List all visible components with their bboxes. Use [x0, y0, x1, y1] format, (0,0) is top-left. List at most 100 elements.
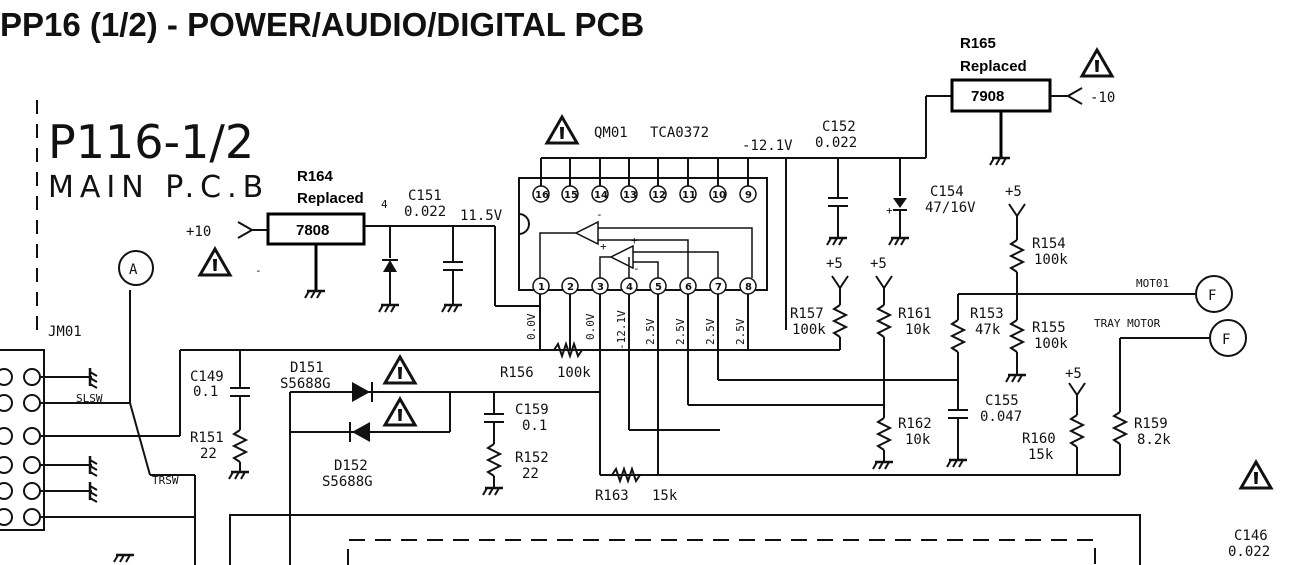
- rail-neg-12-1v-label: -12.1V: [742, 138, 793, 154]
- r154-value: 100k: [1034, 252, 1068, 268]
- supply-minus10-arrow: [1065, 87, 1083, 105]
- supply-plus5-label: +5: [826, 256, 843, 272]
- r153-value: 47k: [975, 322, 1001, 338]
- motor-net-label: MOT01: [1136, 277, 1169, 290]
- r154-resistor: [1008, 239, 1026, 273]
- svg-text:0.0V: 0.0V: [584, 313, 597, 340]
- svg-text:2.5V: 2.5V: [644, 318, 657, 345]
- supply-plus10-label: +10: [186, 224, 211, 240]
- ic-pin-1: 1: [538, 282, 545, 293]
- pin-voltage-labels: 0.0V 0.0V -12.1V 2.5V 2.5V 2.5V 2.5V: [525, 310, 747, 350]
- opamp-upper: [574, 220, 599, 246]
- r160-ref: R160: [1022, 431, 1056, 447]
- svg-text:2.5V: 2.5V: [704, 318, 717, 345]
- r157-resistor: [831, 304, 849, 338]
- ic-pin-11: 11: [682, 190, 696, 201]
- warning-icon: [198, 247, 232, 277]
- page-title: PP16 (1/2) - POWER/AUDIO/DIGITAL PCB: [0, 6, 644, 43]
- d151-ref: D151: [290, 360, 324, 376]
- ic-pin-4: 4: [626, 282, 633, 293]
- r159-resistor: [1111, 411, 1129, 445]
- ic-pin-6: 6: [685, 282, 692, 293]
- node-a-marker: [118, 250, 154, 286]
- r163-ref: R163: [595, 488, 629, 504]
- c146-ref: C146: [1234, 528, 1268, 544]
- c152-value: 0.022: [815, 135, 857, 151]
- r156-ref: R156: [500, 365, 534, 381]
- ic-pin-5: 5: [655, 282, 662, 293]
- d152-ref: D152: [334, 458, 368, 474]
- svg-text:-: -: [633, 262, 640, 275]
- c159-value: 0.1: [522, 418, 547, 434]
- supply-plus5-label: +5: [1065, 366, 1082, 382]
- ic-pin-13: 13: [623, 190, 637, 201]
- board-label-line1: P116-1/2: [48, 115, 254, 169]
- supply-plus10-arrow: [237, 221, 255, 239]
- connector-jm01-ref: JM01: [48, 324, 82, 340]
- r164-replaced-note: Replaced: [297, 190, 364, 207]
- ic-qm01-part: TCA0372: [650, 125, 709, 141]
- warning-icon: [383, 397, 417, 427]
- svg-text:0.0V: 0.0V: [525, 313, 538, 340]
- r161-ref: R161: [898, 306, 932, 322]
- r162-value: 10k: [905, 432, 931, 448]
- ic-top-pins: 16 15 14 13 12 11 10 9: [532, 185, 757, 203]
- node-a-label: A: [129, 262, 138, 278]
- supply-plus5-label: +5: [1005, 184, 1022, 200]
- c149-ref: C149: [190, 369, 224, 385]
- connector-pins: [0, 368, 41, 526]
- ic-pin-7: 7: [715, 282, 722, 293]
- r151-ref: R151: [190, 430, 224, 446]
- supply-plus5-label: +5: [870, 256, 887, 272]
- r151-value: 22: [200, 446, 217, 462]
- c154-value: 47/16V: [925, 200, 976, 216]
- r155-value: 100k: [1034, 336, 1068, 352]
- ic-bottom-pins: 1 2 3 4 5 6 7 8: [532, 277, 757, 295]
- ic-pin-9: 9: [745, 190, 752, 201]
- r157-ref: R157: [790, 306, 824, 322]
- r153-resistor: [949, 319, 967, 353]
- c155-value: 0.047: [980, 409, 1022, 425]
- connector-trsw-label: TRSW: [152, 474, 179, 487]
- c152-ref: C152: [822, 119, 856, 135]
- r163-resistor: [611, 465, 641, 485]
- rail-11-5v-label: 11.5V: [460, 208, 503, 224]
- r152-value: 22: [522, 466, 539, 482]
- d151-part: S5688G: [280, 376, 331, 392]
- r165-annotation: R165: [960, 35, 996, 52]
- c151-value: 0.022: [404, 204, 446, 220]
- r162-ref: R162: [898, 416, 932, 432]
- stray-pin-4: 4: [381, 198, 388, 211]
- motor-terminal-1: [1195, 275, 1233, 313]
- svg-text:2.5V: 2.5V: [674, 318, 687, 345]
- warning-icon: [383, 355, 417, 385]
- regulator-7908-label: 7908: [971, 88, 1004, 105]
- tray-motor-label: TRAY MOTOR: [1094, 317, 1161, 330]
- c146-value: 0.022: [1228, 544, 1270, 560]
- zener-diode: [383, 260, 397, 272]
- ic-qm01-ref: QM01: [594, 125, 628, 141]
- r156-resistor: [553, 340, 583, 360]
- svg-text:F: F: [1208, 288, 1216, 304]
- ic-pin-14: 14: [594, 190, 608, 201]
- svg-text:+: +: [886, 204, 893, 217]
- r164-annotation: R164: [297, 168, 334, 185]
- r151-resistor: [231, 429, 249, 463]
- r159-ref: R159: [1134, 416, 1168, 432]
- r156-value: 100k: [557, 365, 591, 381]
- connector-jm01-body: [0, 349, 45, 531]
- ic-qm01-body: [518, 177, 768, 291]
- supply-minus10-label: -10: [1090, 90, 1115, 106]
- ic-pin-15: 15: [564, 190, 578, 201]
- svg-text:2.5V: 2.5V: [734, 318, 747, 345]
- r157-value: 100k: [792, 322, 826, 338]
- svg-text:F: F: [1222, 332, 1230, 348]
- svg-text:+: +: [600, 240, 607, 253]
- diode-d151: [352, 382, 370, 402]
- d152-part: S5688G: [322, 474, 373, 490]
- c159-ref: C159: [515, 402, 549, 418]
- opamp-lower: [609, 244, 634, 270]
- board-label-line2: MAIN P.C.B: [48, 170, 269, 205]
- regulator-7808-label: 7808: [296, 222, 329, 239]
- connector-slsw-label: SLSW: [76, 392, 103, 405]
